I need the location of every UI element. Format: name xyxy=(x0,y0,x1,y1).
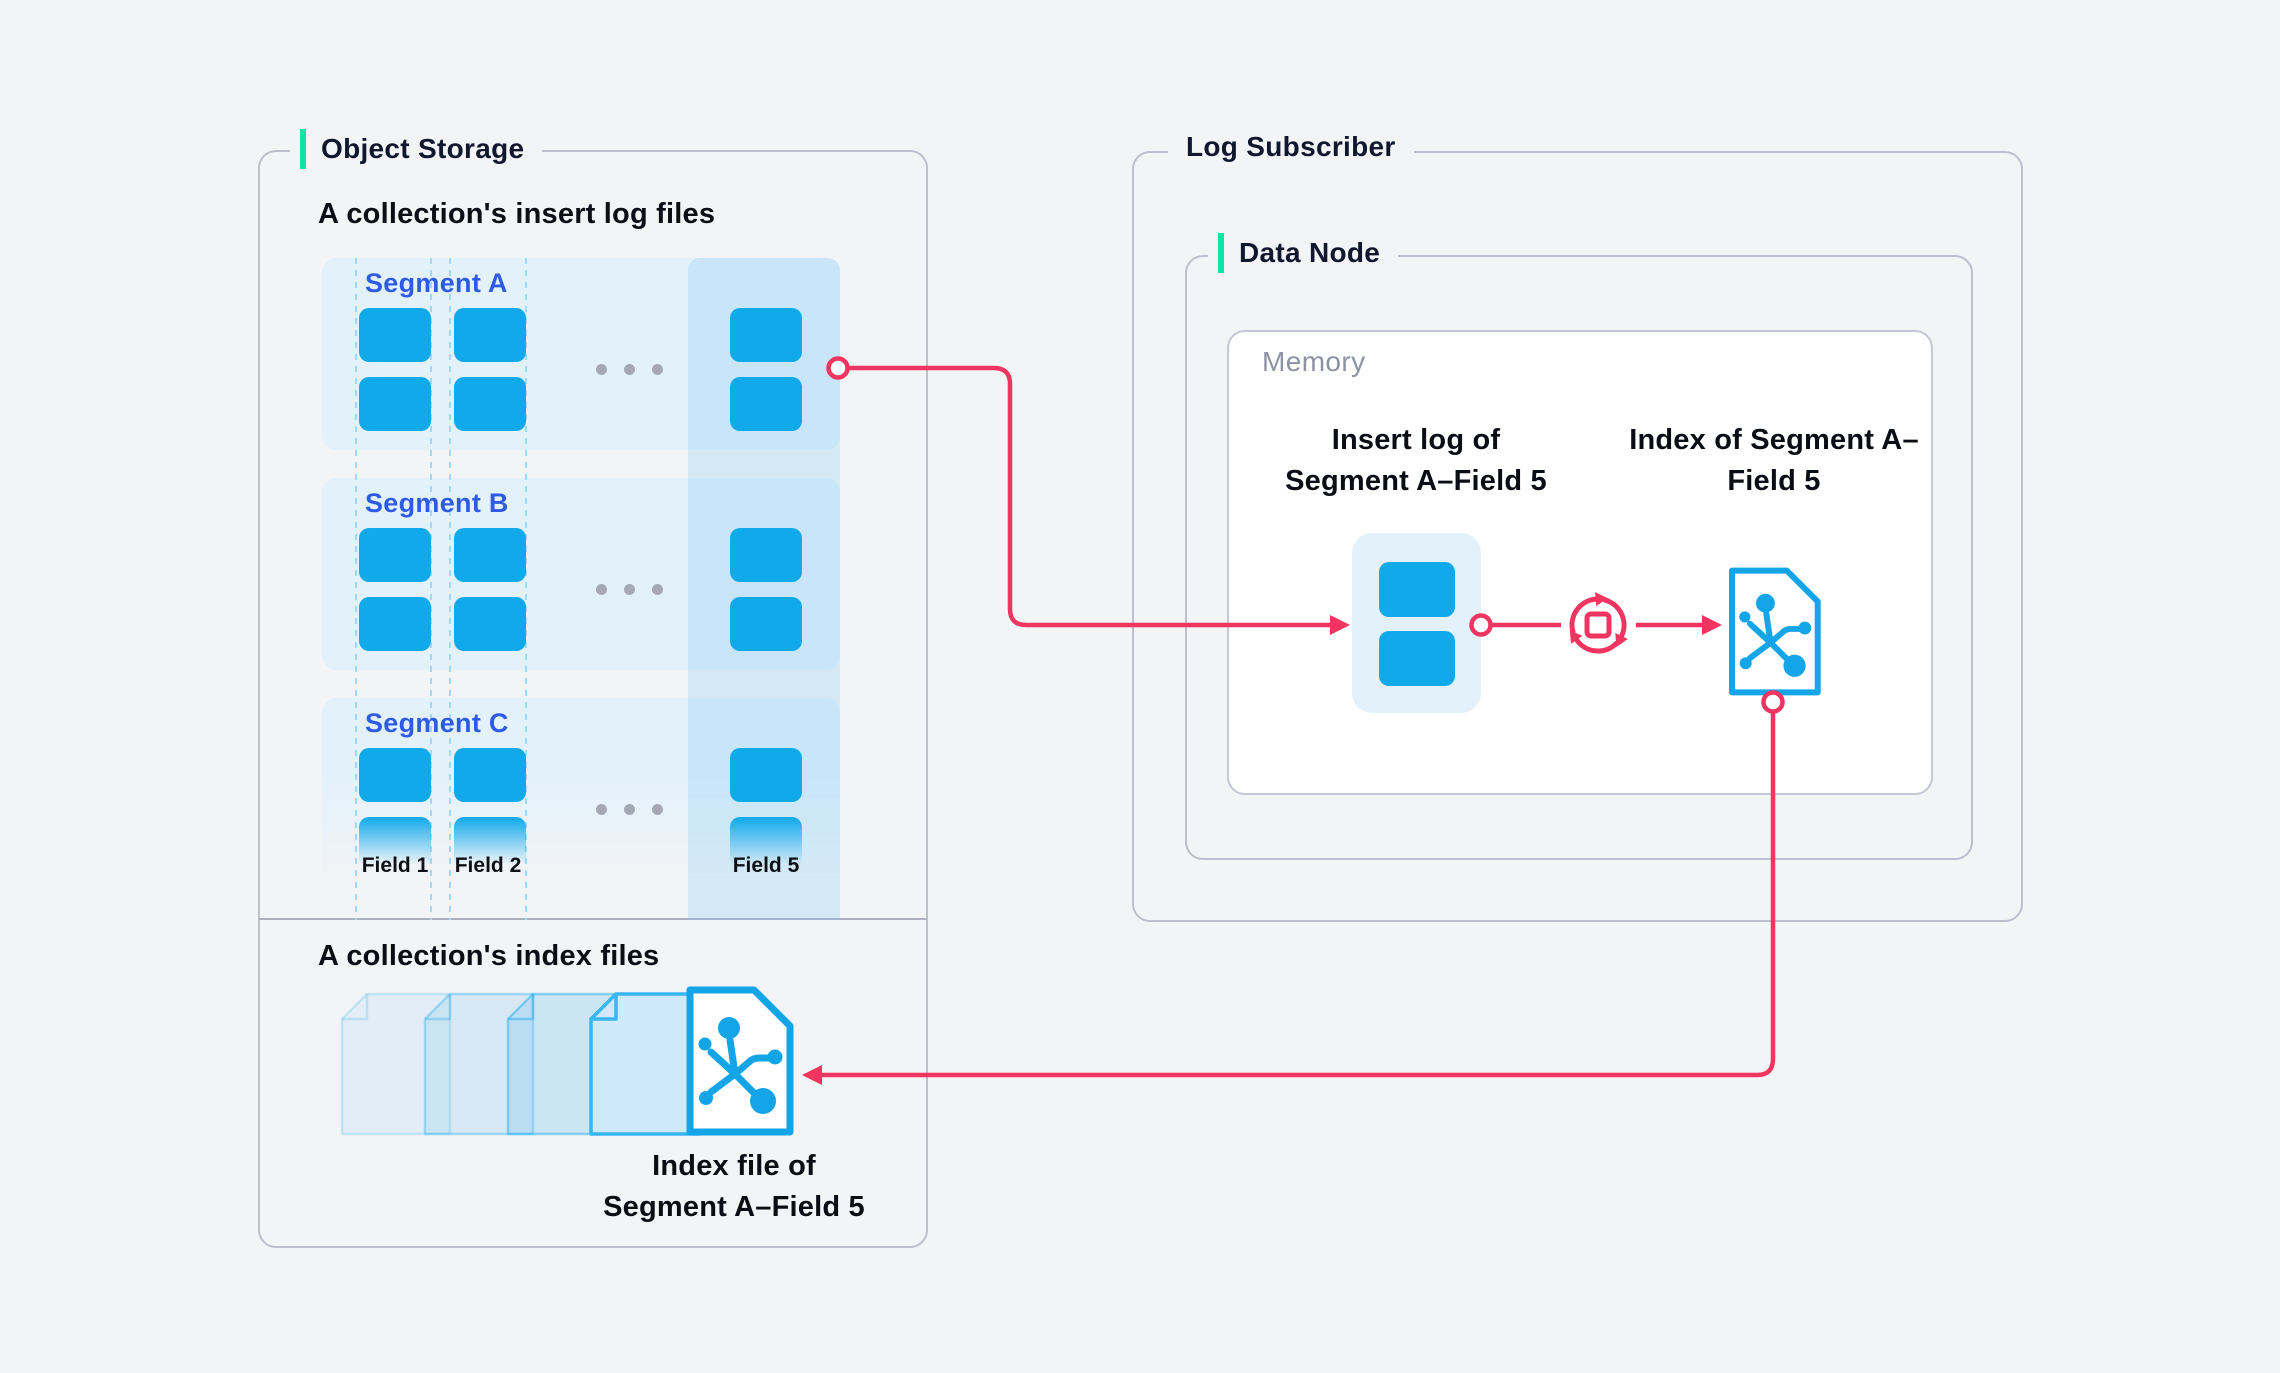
insert-log-caption-line1: Insert log of xyxy=(1331,424,1501,456)
index-file-caption-line2: Segment A–Field 5 xyxy=(603,1191,865,1223)
field1-label: Field 1 xyxy=(361,854,429,877)
segment-a-label: Segment A xyxy=(365,268,508,298)
stacked-file-icon xyxy=(506,992,618,1136)
log-chunk xyxy=(1379,631,1455,686)
index-file-caption: Index file of Segment A–Field 5 xyxy=(603,1146,865,1228)
log-chunk xyxy=(454,308,526,362)
ellipsis-dots xyxy=(596,584,663,595)
log-chunk xyxy=(454,377,526,431)
object-storage-section-divider xyxy=(259,918,926,920)
log-chunk xyxy=(730,308,802,362)
sync-arrows-icon xyxy=(1569,592,1628,654)
stacked-file-icon xyxy=(340,992,452,1136)
green-accent-bar xyxy=(300,129,306,169)
field5-label: Field 5 xyxy=(732,854,800,877)
log-subscriber-title: Log Subscriber xyxy=(1186,131,1396,162)
index-file-caption-line1: Index file of xyxy=(652,1150,816,1182)
ellipsis-dots xyxy=(596,804,663,815)
log-chunk xyxy=(359,308,431,362)
field2-label: Field 2 xyxy=(454,854,522,877)
ellipsis-dots xyxy=(596,364,663,375)
memory-title: Memory xyxy=(1262,346,1366,377)
log-chunk xyxy=(359,377,431,431)
log-chunk xyxy=(359,597,431,651)
green-accent-bar xyxy=(1218,233,1224,273)
index-files-heading: A collection's index files xyxy=(318,940,660,972)
segment-c-label: Segment C xyxy=(365,708,509,738)
field-column-guide xyxy=(449,258,451,920)
insert-log-files-heading: A collection's insert log files xyxy=(318,198,716,230)
log-chunk-fading xyxy=(730,817,802,871)
insert-log-caption-line2: Segment A–Field 5 xyxy=(1285,465,1547,497)
insert-log-container xyxy=(1352,533,1481,713)
object-storage-title: Object Storage xyxy=(321,133,525,164)
field5-highlight-column xyxy=(688,258,840,920)
index-file-icon xyxy=(1729,567,1821,696)
log-chunk-fading xyxy=(359,817,431,871)
log-chunk-fading xyxy=(454,817,526,871)
data-node-title: Data Node xyxy=(1239,237,1381,268)
insert-log-caption: Insert log of Segment A–Field 5 xyxy=(1285,420,1547,502)
log-chunk xyxy=(730,528,802,582)
log-chunk xyxy=(454,528,526,582)
object-storage-legend: Object Storage xyxy=(290,129,543,169)
memory-index-caption-line1: Index of Segment A– xyxy=(1629,424,1919,456)
object-storage-panel xyxy=(258,150,928,1248)
memory-index-caption-line2: Field 5 xyxy=(1727,465,1821,497)
log-chunk xyxy=(1379,562,1455,617)
field-column-guide xyxy=(355,258,357,920)
memory-box xyxy=(1227,330,1933,795)
index-file-icon xyxy=(686,986,794,1136)
field-column-guide xyxy=(525,258,527,920)
log-chunk xyxy=(454,597,526,651)
field-column-guide xyxy=(430,258,432,920)
data-node-legend: Data Node xyxy=(1208,233,1399,273)
stacked-file-icon xyxy=(423,992,535,1136)
log-chunk xyxy=(730,377,802,431)
log-subscriber-legend: Log Subscriber xyxy=(1168,131,1414,163)
segment-b-label: Segment B xyxy=(365,488,509,518)
log-chunk xyxy=(359,528,431,582)
log-chunk xyxy=(454,748,526,802)
log-chunk xyxy=(730,748,802,802)
memory-index-caption: Index of Segment A– Field 5 xyxy=(1629,420,1919,502)
log-chunk xyxy=(359,748,431,802)
stacked-file-icon xyxy=(589,992,701,1136)
log-chunk xyxy=(730,597,802,651)
